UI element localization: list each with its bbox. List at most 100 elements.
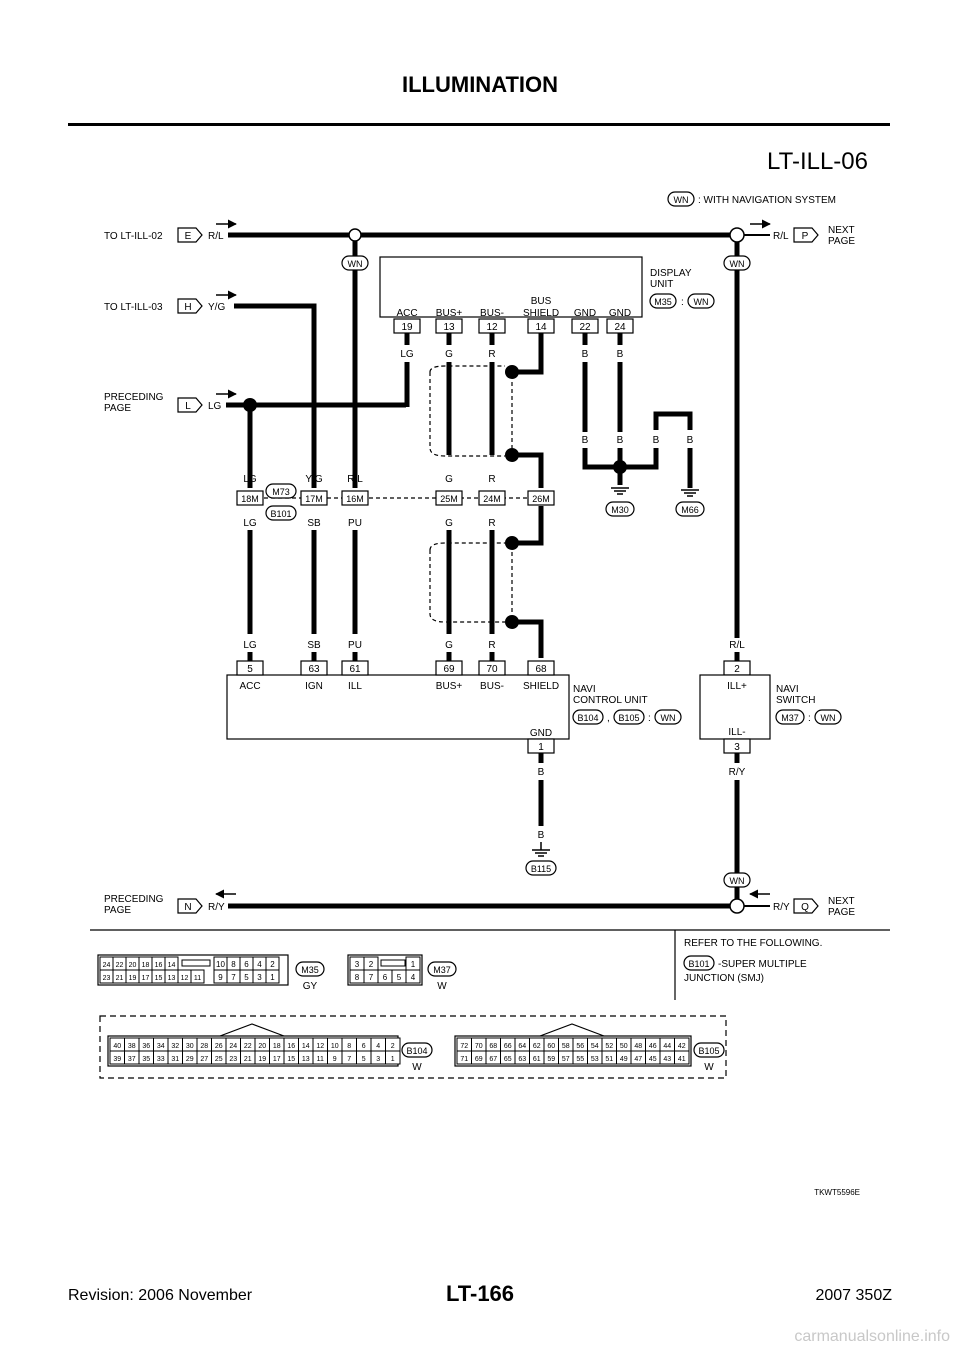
junction-pin-top-wire: Y/G: [305, 474, 322, 485]
terminal-number: 4: [411, 973, 416, 982]
display-unit-connector: M35: [654, 297, 672, 307]
terminal-number: 65: [504, 1056, 512, 1063]
terminal-number: 70: [475, 1043, 483, 1050]
preceding-n-label1: PRECEDING: [104, 894, 164, 905]
terminal-number: 9: [333, 1056, 337, 1063]
navi-pin-box: [300, 660, 328, 676]
terminal-number: 20: [258, 1043, 266, 1050]
terminal-number: 24: [103, 962, 111, 969]
terminal-number: 2: [369, 960, 374, 969]
terminal-number: 3: [376, 1056, 380, 1063]
terminal-number: 3: [257, 973, 262, 982]
terminal-number: 57: [562, 1056, 570, 1063]
legend-badge: [667, 191, 695, 207]
terminal-number: 35: [142, 1056, 150, 1063]
terminal-number: 1: [270, 973, 275, 982]
terminal-number: 29: [186, 1056, 194, 1063]
junction-pin-26m: 26M: [527, 490, 555, 506]
connector-id: M35: [301, 965, 319, 975]
terminal-number: 15: [155, 975, 163, 982]
navi-gnd-wire2: B: [538, 830, 545, 841]
navi-pin-wire: PU: [348, 640, 362, 651]
display-pin-19-wire: LG: [400, 349, 414, 360]
connector-to-lt-ill-03: TO LT-ILL-03 H Y/G: [104, 290, 317, 488]
junction-pin-bottom-wire: SB: [307, 518, 321, 529]
terminal-number: 37: [128, 1056, 136, 1063]
navi-switch-badge: WN: [821, 713, 836, 723]
junction-b101: B101: [270, 509, 291, 519]
terminal-number: 2: [270, 960, 275, 969]
terminal-number: 10: [216, 960, 225, 969]
connector-id: B105: [698, 1046, 719, 1056]
b104-key: [219, 1023, 285, 1037]
junction-pin-number: 25M: [440, 494, 458, 504]
shield-upper: [429, 365, 544, 488]
junction-pin-box: [527, 490, 555, 506]
terminal-number: 4: [376, 1043, 380, 1050]
navi-pin-box: [527, 660, 555, 676]
navi-pin-box: [478, 660, 506, 676]
navi-switch-colon: :: [808, 713, 811, 724]
terminal-number: 8: [347, 1043, 351, 1050]
terminal-number: 1: [411, 960, 416, 969]
display-pin-19-name: ACC: [396, 308, 417, 319]
next-q-label1: NEXT: [828, 896, 855, 907]
display-pin-22-wire: B: [582, 349, 589, 360]
terminal-number: 16: [287, 1043, 295, 1050]
terminal-number: 43: [663, 1056, 671, 1063]
display-pin-24-num: 24: [614, 322, 626, 333]
terminal-number: 61: [533, 1056, 541, 1063]
to-lt-ill-03-letter: H: [184, 302, 191, 313]
display-pin-13-wire: G: [445, 349, 453, 360]
terminal-number: 66: [504, 1043, 512, 1050]
navi-pin-name: ILL: [348, 681, 362, 692]
junction-lower-wires: [247, 506, 544, 658]
display-unit-name1: DISPLAY: [650, 268, 692, 279]
navi-switch-bottom-wire: R/Y: [729, 767, 746, 778]
to-lt-ill-02-wire: R/L: [208, 231, 224, 242]
footer-revision: Revision: 2006 November: [68, 1287, 253, 1304]
next-p-letter: P: [802, 231, 809, 242]
display-pin-19: ACC 19 LG: [393, 308, 421, 407]
terminal-number: 11: [194, 975, 201, 982]
navi-switch-name1: NAVI: [776, 684, 799, 695]
navi-pin-number: 69: [443, 664, 455, 675]
display-pin-12-wire: R: [488, 349, 495, 360]
terminal-number: 59: [547, 1056, 555, 1063]
preceding-l-letter: L: [185, 401, 191, 412]
display-unit-name2: UNIT: [650, 279, 673, 290]
navi-pin-box: [435, 660, 463, 676]
preceding-l-wire: LG: [208, 401, 222, 412]
display-pin-22-name: GND: [574, 308, 596, 319]
terminal-number: 24: [229, 1043, 237, 1050]
navi-switch-m37: M37: [781, 713, 799, 723]
terminal-number: 36: [142, 1043, 150, 1050]
terminal-number: 62: [533, 1043, 541, 1050]
display-pin-22-num: 22: [579, 322, 591, 333]
reference-line1: -SUPER MULTIPLE: [718, 959, 807, 970]
display-unit-badge: WN: [694, 297, 709, 307]
next-q-letter: Q: [801, 902, 809, 913]
gnd-wire-3: B: [653, 435, 660, 446]
ground-b115: B115: [531, 864, 551, 874]
gnd-wire-1: B: [582, 435, 589, 446]
legend-text: : WITH NAVIGATION SYSTEM: [698, 195, 836, 206]
legend-badge-text: WN: [674, 195, 689, 205]
terminal-number: 8: [231, 960, 236, 969]
terminal-number: 17: [273, 1056, 281, 1063]
terminal-number: 1: [391, 1056, 395, 1063]
connector-id-badge: [427, 961, 457, 977]
header-rule: [68, 123, 890, 126]
terminal-number: 42: [678, 1043, 686, 1050]
terminal-number: 49: [620, 1056, 628, 1063]
terminal-number: 51: [605, 1056, 613, 1063]
navi-pin-wire: LG: [243, 640, 257, 651]
navi-switch-ill-plus: ILL+: [727, 681, 747, 692]
